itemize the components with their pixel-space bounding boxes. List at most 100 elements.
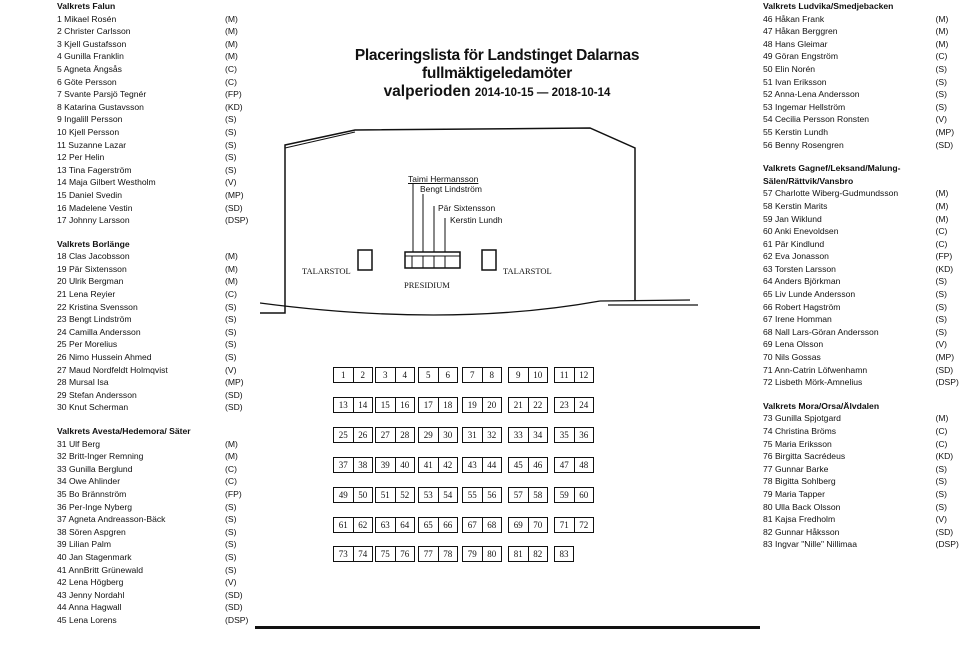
- member-party: (C): [225, 289, 237, 300]
- member-row: 59 Jan Wiklund(M): [763, 213, 959, 226]
- seat-number: 31: [467, 430, 477, 440]
- member-name: 23 Bengt Lindström: [57, 314, 132, 325]
- member-row: 71 Ann-Catrin Löfwenhamn(SD): [763, 364, 959, 377]
- member-party: (M): [225, 251, 238, 262]
- member-party: (M): [225, 263, 238, 274]
- member-name: 45 Lena Lorens: [57, 614, 117, 625]
- member-row: 44 Anna Hagwall(SD): [57, 601, 272, 614]
- member-party: (DSP): [225, 614, 249, 625]
- member-name: 19 Pär Sixtensson: [57, 263, 127, 274]
- member-row: 47 Håkan Berggren(M): [763, 25, 959, 38]
- seat-number: 53: [423, 490, 433, 500]
- member-name: 1 Mikael Rosén: [57, 13, 117, 24]
- member-name: 32 Britt-Inger Remning: [57, 451, 144, 462]
- member-row: 18 Clas Jacobsson(M): [57, 250, 272, 263]
- member-row: 63 Torsten Larsson(KD): [763, 263, 959, 276]
- member-row: 23 Bengt Lindström(S): [57, 313, 272, 326]
- member-name: 77 Gunnar Barke: [763, 463, 829, 474]
- seat-number: 58: [527, 488, 548, 502]
- member-party: (SD): [225, 202, 243, 213]
- member-row: 26 Nimo Hussein Ahmed(S): [57, 351, 272, 364]
- seat-number: 36: [573, 428, 594, 442]
- room-outline: [260, 127, 698, 316]
- member-name: 28 Mursal Isa: [57, 377, 109, 388]
- member-name: 14 Maja Gilbert Westholm: [57, 177, 156, 188]
- member-party: (M): [225, 276, 238, 287]
- seat-number: 10: [527, 368, 548, 382]
- member-row: 48 Hans Gleimar(M): [763, 38, 959, 51]
- member-row: 43 Jenny Nordahl(SD): [57, 589, 272, 602]
- seat-number: 81: [513, 549, 523, 559]
- member-name: 11 Suzanne Lazar: [57, 139, 127, 150]
- member-party: (S): [935, 314, 947, 325]
- member-row: 62 Eva Jonasson(FP): [763, 250, 959, 263]
- member-party: (KD): [935, 263, 954, 274]
- member-row: 22 Kristina Svensson(S): [57, 301, 272, 314]
- seat-number: 34: [527, 428, 548, 442]
- member-row: 19 Pär Sixtensson (M): [57, 263, 272, 276]
- member-row: 6 Göte Persson(C): [57, 76, 272, 89]
- member-party: (C): [225, 463, 237, 474]
- member-name: 62 Eva Jonasson: [763, 251, 829, 262]
- member-row: 53 Ingemar Hellström(S): [763, 101, 959, 114]
- member-party: (C): [935, 438, 948, 449]
- seat-number: 7: [470, 370, 475, 380]
- member-party: (S): [225, 339, 237, 350]
- member-name: 43 Jenny Nordahl: [57, 589, 125, 600]
- member-party: (S): [935, 463, 947, 474]
- seat-number: 80: [481, 547, 502, 561]
- member-row: 28 Mursal Isa(MP): [57, 376, 272, 389]
- member-name: 55 Kerstin Lundh: [763, 126, 828, 137]
- member-party: (FP): [225, 89, 242, 100]
- seat-number: 55: [467, 490, 477, 500]
- member-row: 78 Bigitta Sohlberg(S): [763, 475, 959, 488]
- seat-number: 76: [394, 547, 415, 561]
- member-party: (S): [935, 326, 947, 337]
- seat-number: 49: [338, 490, 348, 500]
- presidium-name-2: Bengt Lindström: [420, 184, 482, 194]
- district-heading: Valkrets Mora/Orsa/Älvdalen: [763, 400, 880, 411]
- member-name: 36 Per-Inge Nyberg: [57, 501, 132, 512]
- member-party: (M): [935, 213, 949, 224]
- member-party: (SD): [935, 364, 954, 375]
- member-row: 1 Mikael Rosén(M): [57, 13, 272, 26]
- member-party: (MP): [935, 126, 955, 137]
- seat-number: 35: [559, 430, 569, 440]
- member-party: (S): [935, 488, 947, 499]
- member-party: (S): [225, 326, 237, 337]
- seat-number: 59: [559, 490, 569, 500]
- member-name: 70 Nils Gossas: [763, 352, 821, 363]
- member-row: 49 Göran Engström(C): [763, 50, 959, 63]
- member-party: (S): [935, 301, 947, 312]
- seat-number: 16: [394, 398, 415, 412]
- member-name: 34 Owe Ahlinder: [57, 476, 121, 487]
- member-party: (SD): [225, 402, 243, 413]
- member-row: 50 Elin Norén(S): [763, 63, 959, 76]
- member-party: (DSP): [935, 377, 959, 388]
- member-name: 76 Birgitta Sacrédeus: [763, 451, 846, 462]
- seat-number: 25: [338, 430, 348, 440]
- member-name: 5 Agneta Ängsås: [57, 63, 122, 74]
- seat-number: 4: [394, 368, 415, 382]
- member-row: 25 Per Morelius(S): [57, 338, 272, 351]
- member-party: (S): [225, 352, 237, 363]
- member-row: 30 Knut Scherman(SD): [57, 401, 272, 414]
- member-party: (SD): [935, 526, 954, 537]
